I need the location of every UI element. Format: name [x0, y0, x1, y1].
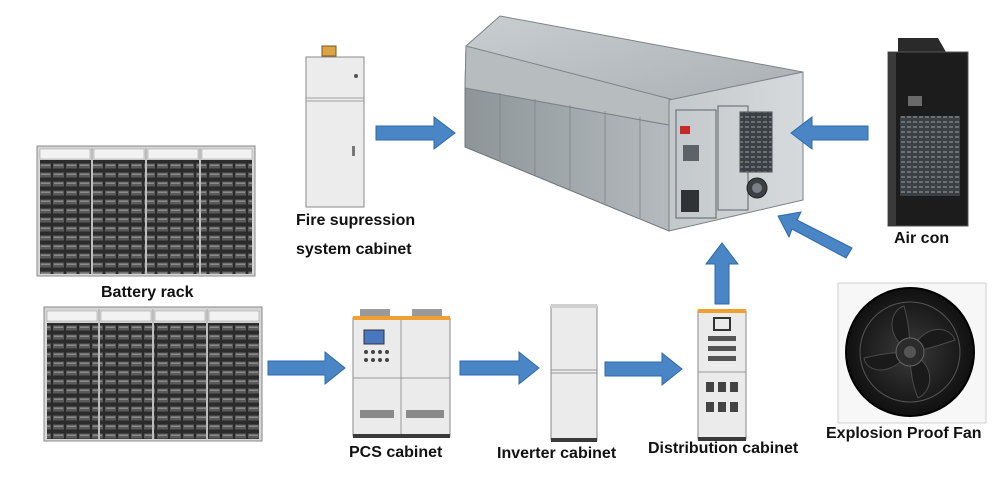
arrow-fire-to-container	[375, 115, 456, 151]
pcs-cabinet	[352, 309, 451, 438]
distribution-cabinet	[697, 309, 747, 441]
arrow-aircon-to-container	[790, 115, 869, 151]
label-fire-line1: Fire supression	[296, 212, 416, 229]
label-explosion-fan: Explosion Proof Fan	[826, 425, 982, 442]
explosion-fan	[837, 282, 987, 424]
label-inverter-cabinet: Inverter cabinet	[497, 445, 617, 462]
arrow-pcs-to-inverter	[459, 350, 540, 386]
label-air-con: Air con	[894, 230, 950, 247]
fire-suppression-cabinet	[305, 45, 365, 208]
container-unit	[464, 15, 804, 232]
arrow-distribution-to-container	[704, 242, 740, 305]
label-fire-line2: system cabinet	[296, 241, 412, 258]
inverter-cabinet	[550, 304, 598, 442]
arrow-fan-to-container	[777, 211, 853, 259]
air-con-unit	[887, 38, 969, 227]
label-distribution-cabinet: Distribution cabinet	[648, 440, 799, 457]
battery-rack-top	[36, 145, 256, 277]
arrow-battery-to-pcs	[267, 350, 346, 386]
label-pcs-cabinet: PCS cabinet	[349, 444, 443, 461]
battery-rack-bottom	[43, 306, 263, 442]
label-battery-rack: Battery rack	[101, 284, 194, 301]
arrow-inverter-to-distribution	[604, 351, 683, 387]
